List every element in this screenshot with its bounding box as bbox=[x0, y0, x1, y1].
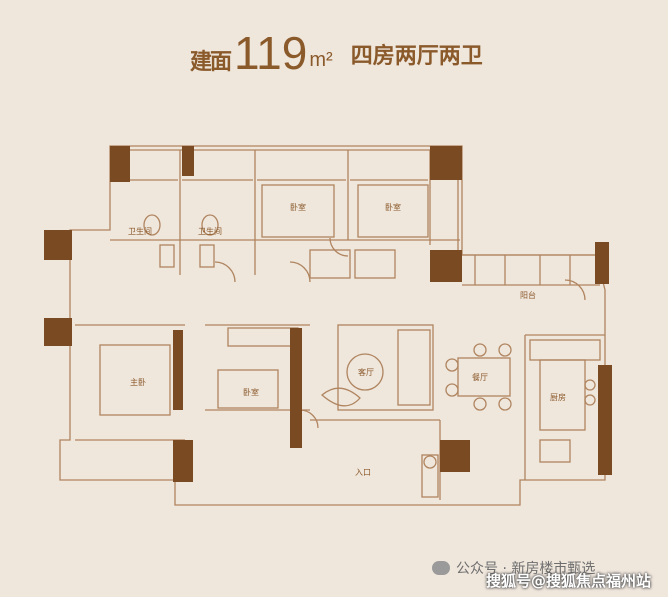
watermark-line1: 公众号 · 新房楼市甄选 bbox=[456, 561, 596, 577]
title-area: 119 bbox=[234, 27, 308, 79]
label-balcony: 阳台 bbox=[520, 290, 536, 300]
outline-walls bbox=[59, 145, 606, 506]
title-unit: m² bbox=[309, 49, 333, 71]
label-bedroom-top-left: 卧室 bbox=[290, 202, 306, 212]
label-bedroom-top-right: 卧室 bbox=[385, 202, 401, 212]
label-bath-right: 卫生间 bbox=[198, 226, 222, 236]
label-living: 客厅 bbox=[358, 367, 374, 377]
label-bedroom-middle: 卧室 bbox=[243, 387, 259, 397]
room-labels: 卫生间 卫生间 卧室 卧室 阳台 主卧 卧室 客厅 餐厅 厨房 入口 bbox=[128, 202, 566, 477]
label-bedroom-master: 主卧 bbox=[130, 377, 146, 387]
label-bath-left: 卫生间 bbox=[128, 226, 152, 236]
label-dining: 餐厅 bbox=[472, 373, 488, 382]
structural-walls bbox=[44, 146, 612, 482]
watermark-wechat: 公众号 · 新房楼市甄选 bbox=[432, 558, 595, 578]
plan-title: 建面 119 m² 四房两厅两卫 bbox=[190, 30, 483, 76]
label-entrance: 入口 bbox=[355, 468, 371, 477]
watermark-sohu: 搜狐号@搜狐焦点福州站 bbox=[486, 572, 652, 590]
title-layout: 四房两厅两卫 bbox=[350, 44, 483, 69]
label-kitchen: 厨房 bbox=[550, 392, 566, 402]
title-prefix: 建面 bbox=[190, 50, 232, 75]
wechat-icon bbox=[432, 561, 450, 575]
